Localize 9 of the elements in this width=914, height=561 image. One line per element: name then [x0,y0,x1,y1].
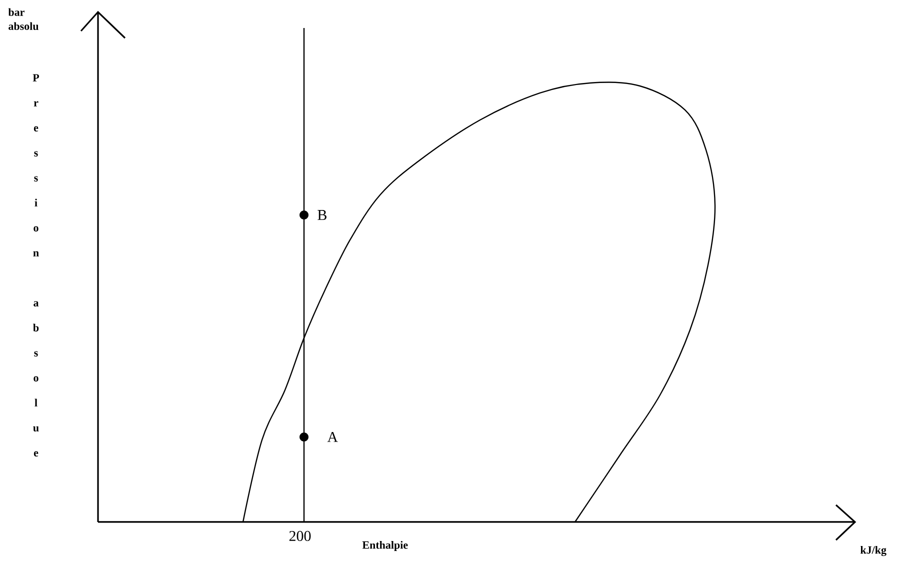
axis-unit: kJ/kg [860,546,886,556]
point-dot [300,432,308,442]
point-label: B [318,210,326,220]
axis-unit: bar absolu [8,8,38,30]
point-dot [300,210,308,220]
point-label: A [327,432,338,442]
axis-title: Enthalpie [362,541,408,551]
tick-label: 200 [289,530,311,542]
axis-title: Pression absolue [32,74,40,456]
